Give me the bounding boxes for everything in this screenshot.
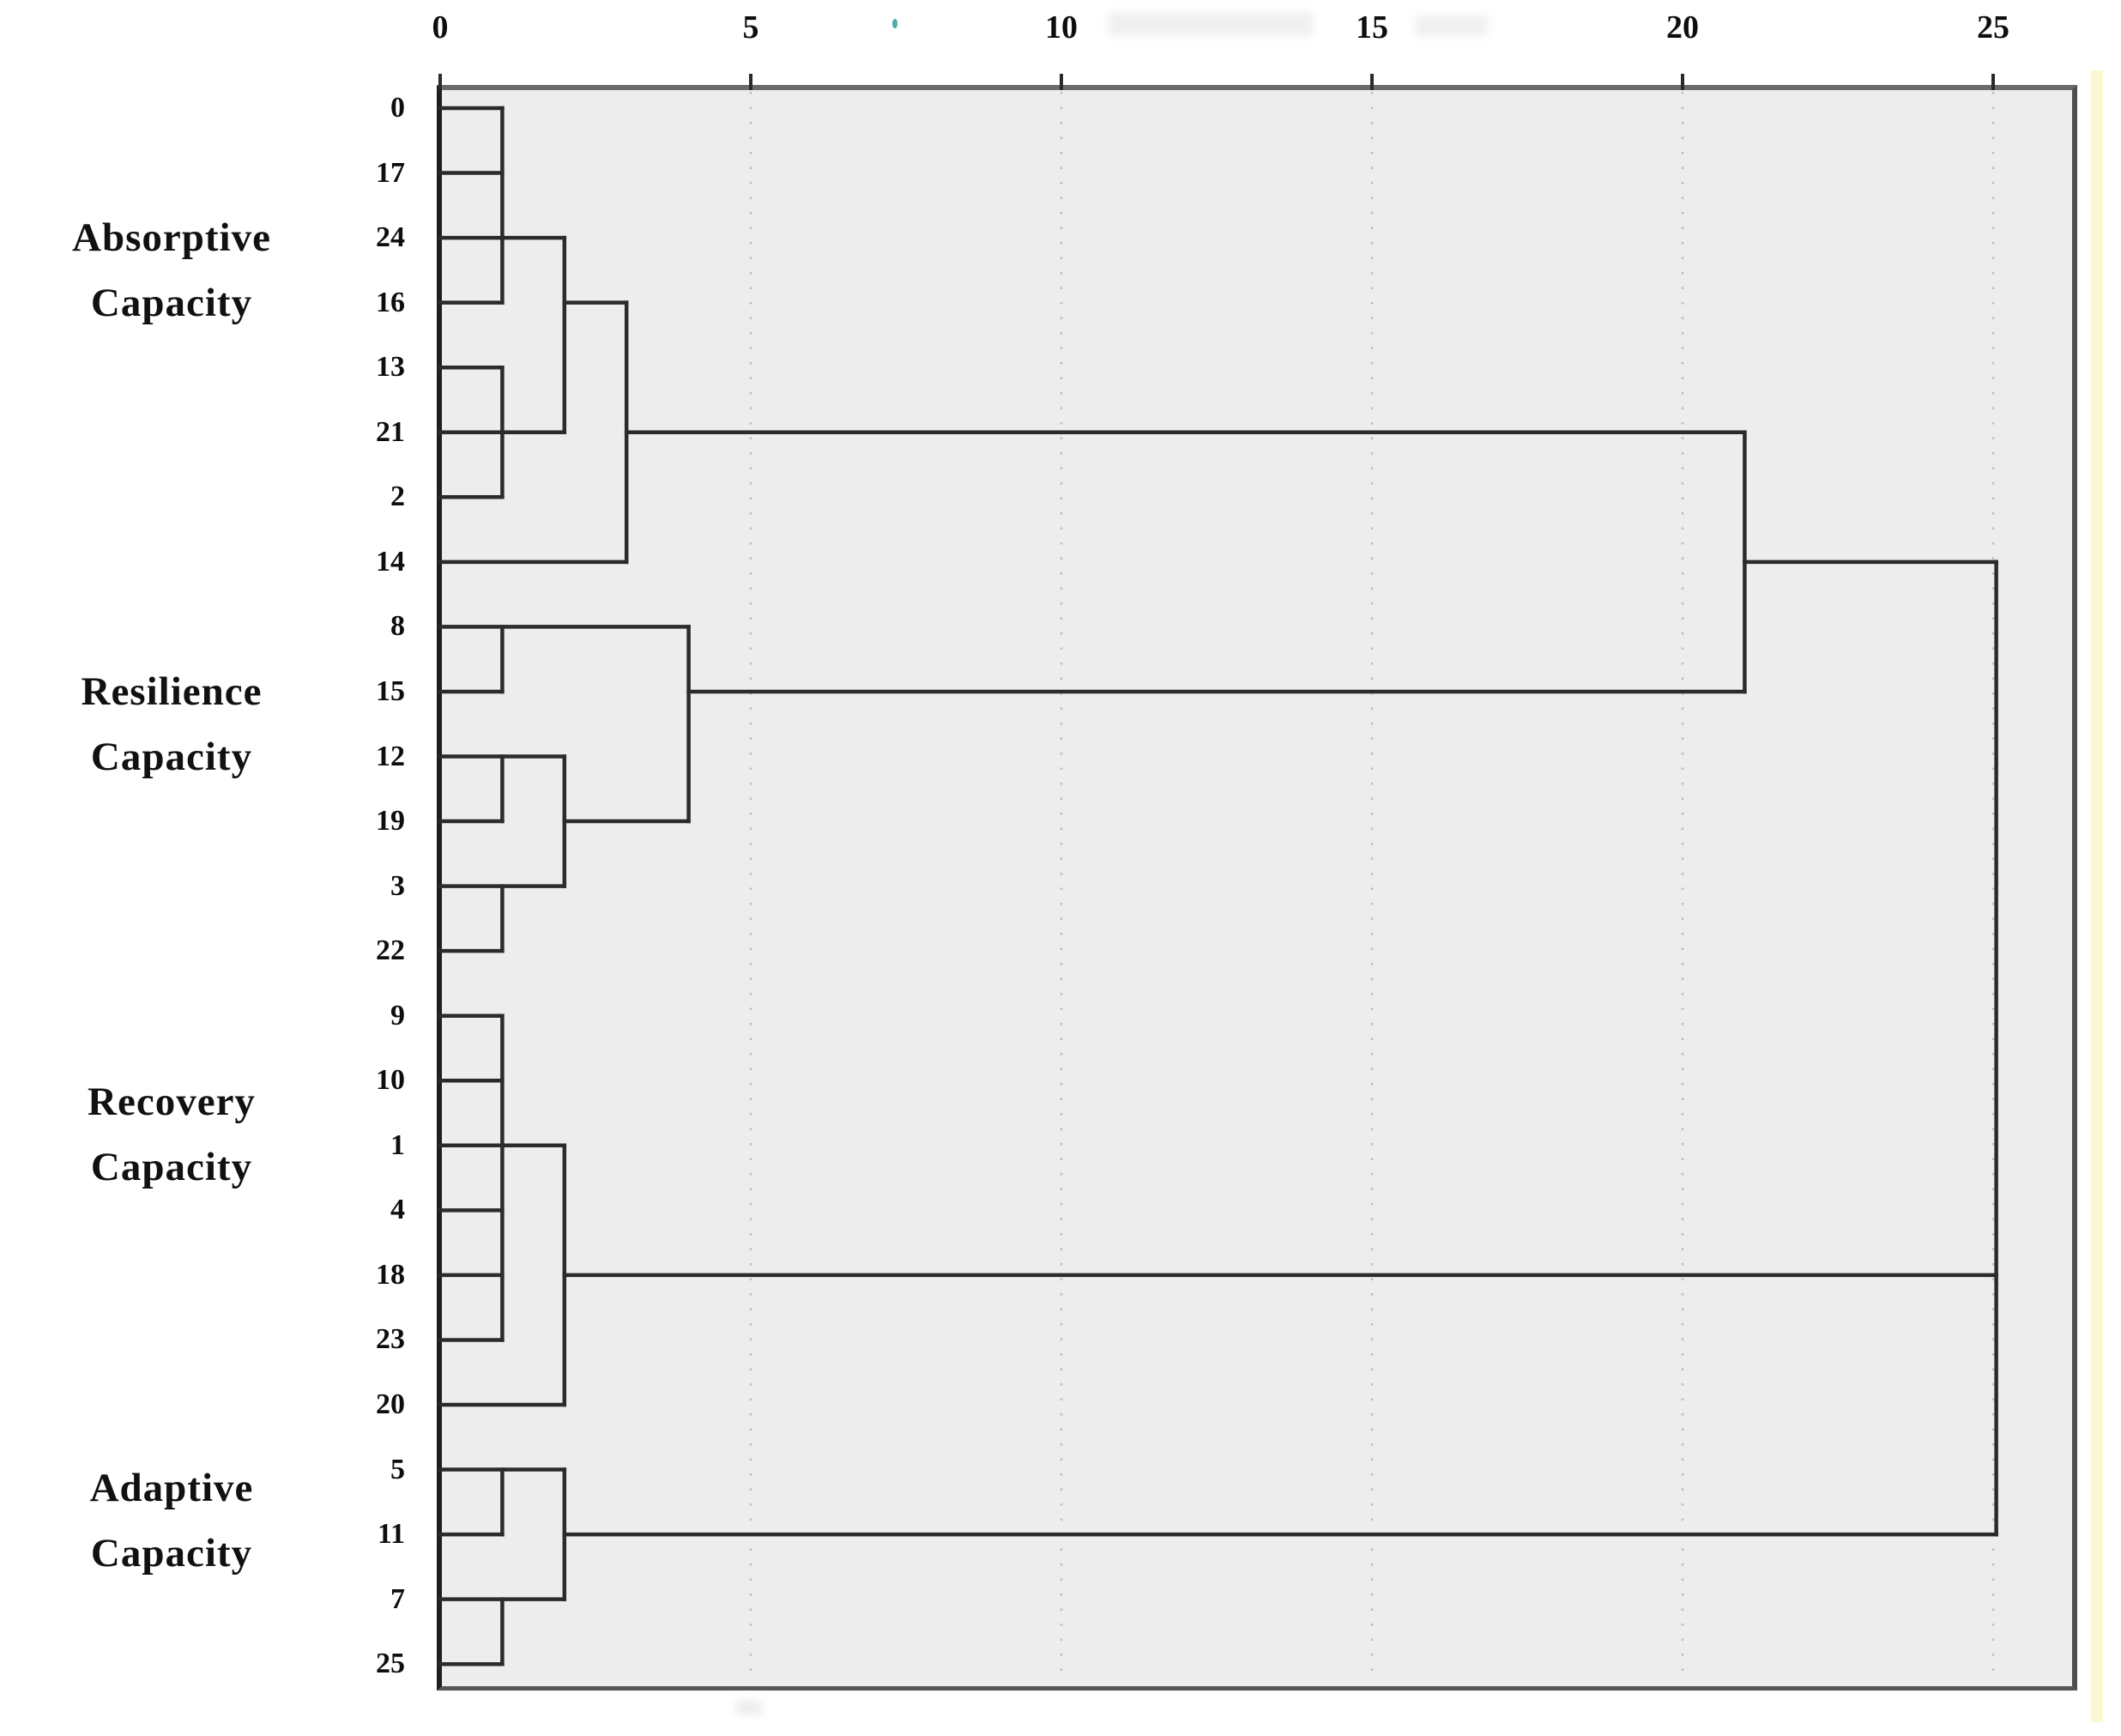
leaf-label-11: 11 [377,1518,405,1551]
group-label-line: Recovery [88,1080,256,1124]
axis-tick-label: 20 [1666,9,1699,45]
scan-artifact-dot [892,19,897,28]
leaf-label-12: 12 [376,740,405,772]
group-label-line: Adaptive [89,1466,254,1510]
scan-artifact-smudge [736,1701,762,1715]
group-label-line: Capacity [90,1531,253,1576]
group-label-line: Capacity [90,735,253,779]
leaf-label-21: 21 [376,415,405,448]
leaf-label-23: 23 [376,1323,405,1356]
scan-artifact-smudge [1109,12,1313,36]
leaf-label-1: 1 [390,1128,405,1161]
group-label-line: Capacity [90,281,253,325]
leaf-label-13: 13 [376,351,405,384]
scan-artifact-yellow-stripe [2091,70,2103,1722]
leaf-label-25: 25 [376,1648,405,1680]
scan-artifact-smudge [1416,15,1488,36]
leaf-label-9: 9 [390,999,405,1031]
leaf-label-18: 18 [376,1258,405,1291]
group-label-adaptive-capacity: Adaptive Capacity [0,1455,343,1586]
group-label-recovery-capacity: Recovery Capacity [0,1069,343,1200]
leaf-label-3: 3 [390,869,405,902]
leaf-label-20: 20 [376,1388,405,1420]
group-label-absorptive-capacity: Absorptive Capacity [0,205,343,336]
leaf-label-10: 10 [376,1064,405,1097]
leaf-label-5: 5 [390,1453,405,1485]
group-label-line: Resilience [81,669,263,714]
plot-area [437,85,2077,1691]
leaf-label-22: 22 [376,935,405,967]
leaf-label-19: 19 [376,805,405,838]
axis-tick-label: 10 [1045,9,1078,45]
leaf-label-17: 17 [376,156,405,189]
leaf-label-14: 14 [376,545,405,578]
axis-tick-label: 25 [1977,9,2009,45]
axis-tick-label: 0 [432,9,449,45]
leaf-label-15: 15 [376,674,405,707]
leaf-label-0: 0 [390,92,405,124]
axis-tick-label: 5 [742,9,759,45]
leaf-label-7: 7 [390,1582,405,1615]
leaf-label-24: 24 [376,221,405,254]
group-label-line: Absorptive [72,215,271,260]
leaf-label-2: 2 [390,481,405,513]
leaf-label-8: 8 [390,610,405,643]
group-label-line: Capacity [90,1145,253,1189]
axis-tick-label: 15 [1356,9,1388,45]
leaf-label-4: 4 [390,1194,405,1226]
group-label-resilience-capacity: Resilience Capacity [0,659,343,789]
leaf-label-16: 16 [376,286,405,318]
